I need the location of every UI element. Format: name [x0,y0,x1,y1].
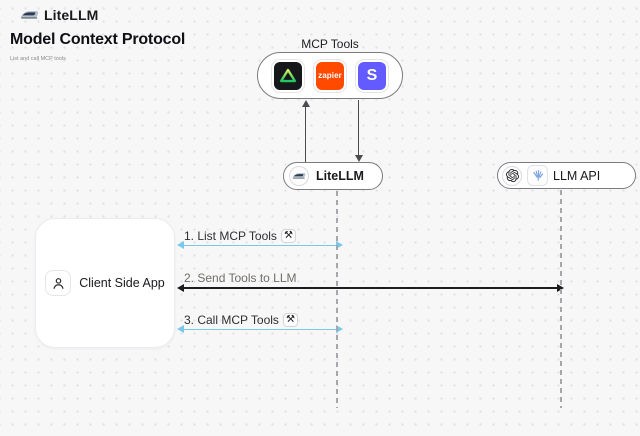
arrow-mcp-to-litellm [354,100,363,162]
seq-arrow-2 [177,284,564,293]
page-title: Model Context Protocol [10,31,186,48]
node-llm-api: LLM API [497,162,636,189]
seq-step-3-label: 3. Call MCP Tools ⚒ [184,313,298,327]
openai-icon [502,165,522,186]
llm-api-label: LLM API [553,168,601,183]
stripe-icon: S [355,58,389,93]
litellm-logo-icon [289,166,309,186]
seq-arrow-3 [177,325,343,334]
brand: LiteLLM [20,7,98,23]
client-side-app-label: Client Side App [79,276,165,290]
litellm-label: LiteLLM [316,169,364,183]
brand-name: LiteLLM [44,7,99,23]
page-subtitle: List and call MCP tools [10,56,66,62]
arrow-litellm-to-mcp [301,100,310,162]
llm-provider-icon [527,165,548,186]
hammer-wrench-icon: ⚒ [282,313,298,327]
zapier-icon: zapier [313,58,347,93]
seq-step-1-label: 1. List MCP Tools ⚒ [184,229,296,243]
hammer-wrench-icon: ⚒ [280,229,296,243]
litellm-train-icon [20,8,39,22]
seq-step-2-label: 2. Send Tools to LLM [184,271,297,285]
node-litellm: LiteLLM [283,162,383,190]
seq-arrow-1 [177,241,343,250]
vanta-icon [271,58,305,93]
user-icon [45,270,72,296]
lifeline-litellm [336,191,338,408]
node-client-side-app: Client Side App [35,218,175,348]
mcp-tools-label: MCP Tools [301,37,359,51]
mcp-tools-group: zapier S [257,52,403,99]
lifeline-llm-api [560,190,562,408]
